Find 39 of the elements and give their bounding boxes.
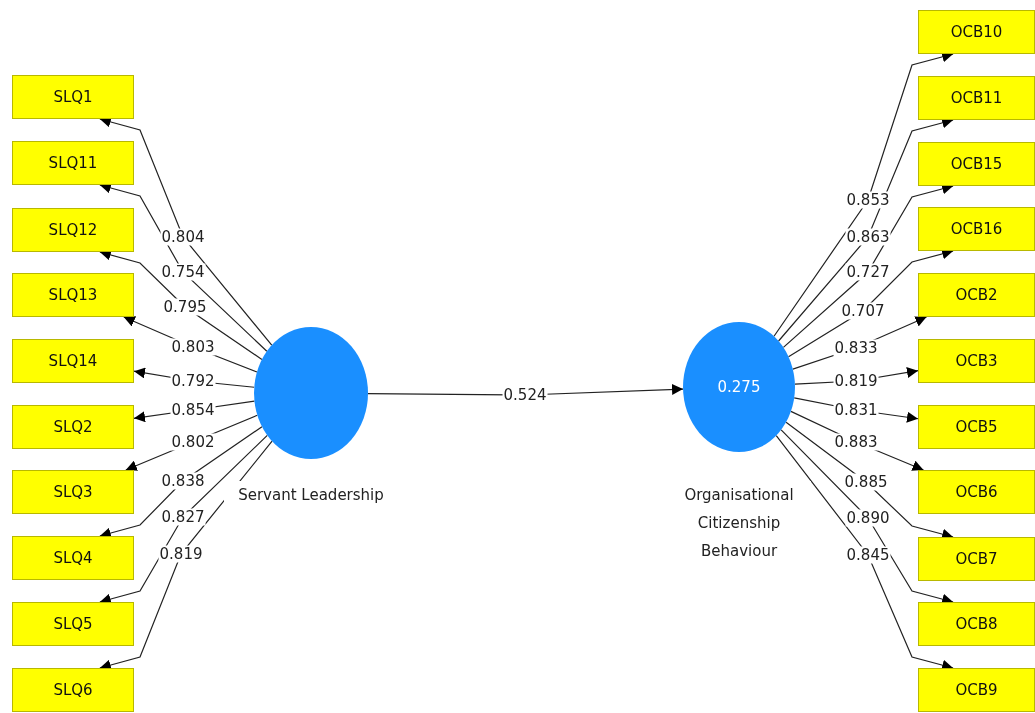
edge-label: 0.795 — [162, 298, 208, 316]
edge-label: 0.707 — [840, 302, 886, 320]
indicator-box: OCB9 — [918, 668, 1035, 712]
construct-circle: 0.275 — [683, 322, 795, 452]
edge-label: 0.863 — [845, 228, 891, 246]
indicator-box: SLQ14 — [12, 339, 134, 383]
indicator-box: SLQ3 — [12, 470, 134, 514]
indicator-box: SLQ13 — [12, 273, 134, 317]
indicator-box: OCB2 — [918, 273, 1035, 317]
indicator-box: SLQ6 — [12, 668, 134, 712]
edge-label: 0.838 — [160, 472, 206, 490]
indicator-box: SLQ5 — [12, 602, 134, 646]
indicator-box: OCB8 — [918, 602, 1035, 646]
edge-label: 0.802 — [170, 433, 216, 451]
edge-label: 0.827 — [160, 508, 206, 526]
indicator-box: OCB16 — [918, 207, 1035, 251]
edge-label: 0.819 — [158, 545, 204, 563]
edge-label: 0.885 — [843, 473, 889, 491]
indicator-box: OCB7 — [918, 537, 1035, 581]
edge-label: 0.803 — [170, 338, 216, 356]
indicator-box: SLQ11 — [12, 141, 134, 185]
edge-label: 0.890 — [845, 509, 891, 527]
indicator-box: OCB3 — [918, 339, 1035, 383]
indicator-box: SLQ4 — [12, 536, 134, 580]
indicator-box: OCB6 — [918, 470, 1035, 514]
edge-label: 0.754 — [160, 263, 206, 281]
indicator-box: SLQ1 — [12, 75, 134, 119]
edge-label: 0.883 — [833, 433, 879, 451]
edge-label: 0.727 — [845, 263, 891, 281]
indicator-box: SLQ2 — [12, 405, 134, 449]
edge-label: 0.833 — [833, 339, 879, 357]
edge-label: 0.804 — [160, 228, 206, 246]
indicator-box: OCB10 — [918, 10, 1035, 54]
edge-label: 0.845 — [845, 546, 891, 564]
indicator-box: OCB15 — [918, 142, 1035, 186]
indicator-box: SLQ12 — [12, 208, 134, 252]
indicator-box: OCB5 — [918, 405, 1035, 449]
indicator-box: OCB11 — [918, 76, 1035, 120]
edge-label: 0.853 — [845, 191, 891, 209]
